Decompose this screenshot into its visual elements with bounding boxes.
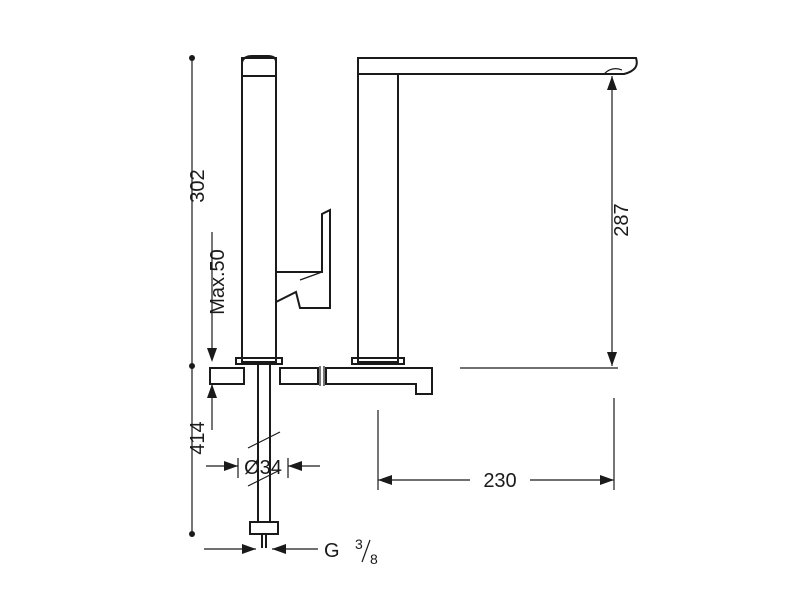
countertop-right [325, 367, 433, 395]
front-view [351, 57, 638, 365]
countertop-section [209, 366, 618, 395]
label-shank-diameter: Ø34 [244, 457, 282, 479]
right-dimension [607, 76, 617, 366]
hose-connector-nut [249, 521, 279, 535]
label-total-height: 302 [187, 169, 209, 202]
label-connection-numerator: 3 [355, 536, 363, 552]
connection-dimension [204, 544, 318, 554]
side-body [241, 57, 277, 363]
countertop-mid [279, 367, 319, 385]
reach-dimension [377, 398, 615, 490]
front-spout [357, 57, 638, 75]
label-spout-reach: 230 [483, 470, 516, 492]
countertop-left [209, 367, 245, 385]
label-below-deck-length: 414 [187, 421, 209, 454]
left-dimension-chain [189, 55, 217, 537]
label-connection-prefix: G [324, 540, 340, 562]
label-deck-thickness: Max.50 [207, 249, 229, 315]
side-top-cap [241, 55, 277, 77]
label-spout-height: 287 [611, 203, 633, 236]
diameter-dimension [206, 458, 320, 478]
label-connection-denominator: 8 [370, 551, 378, 567]
shank-hose [247, 364, 281, 548]
spout-outlet [603, 68, 623, 75]
side-view [235, 55, 331, 365]
front-body [357, 73, 399, 363]
side-lever-handle [275, 208, 331, 309]
front-base-flange [351, 357, 405, 365]
